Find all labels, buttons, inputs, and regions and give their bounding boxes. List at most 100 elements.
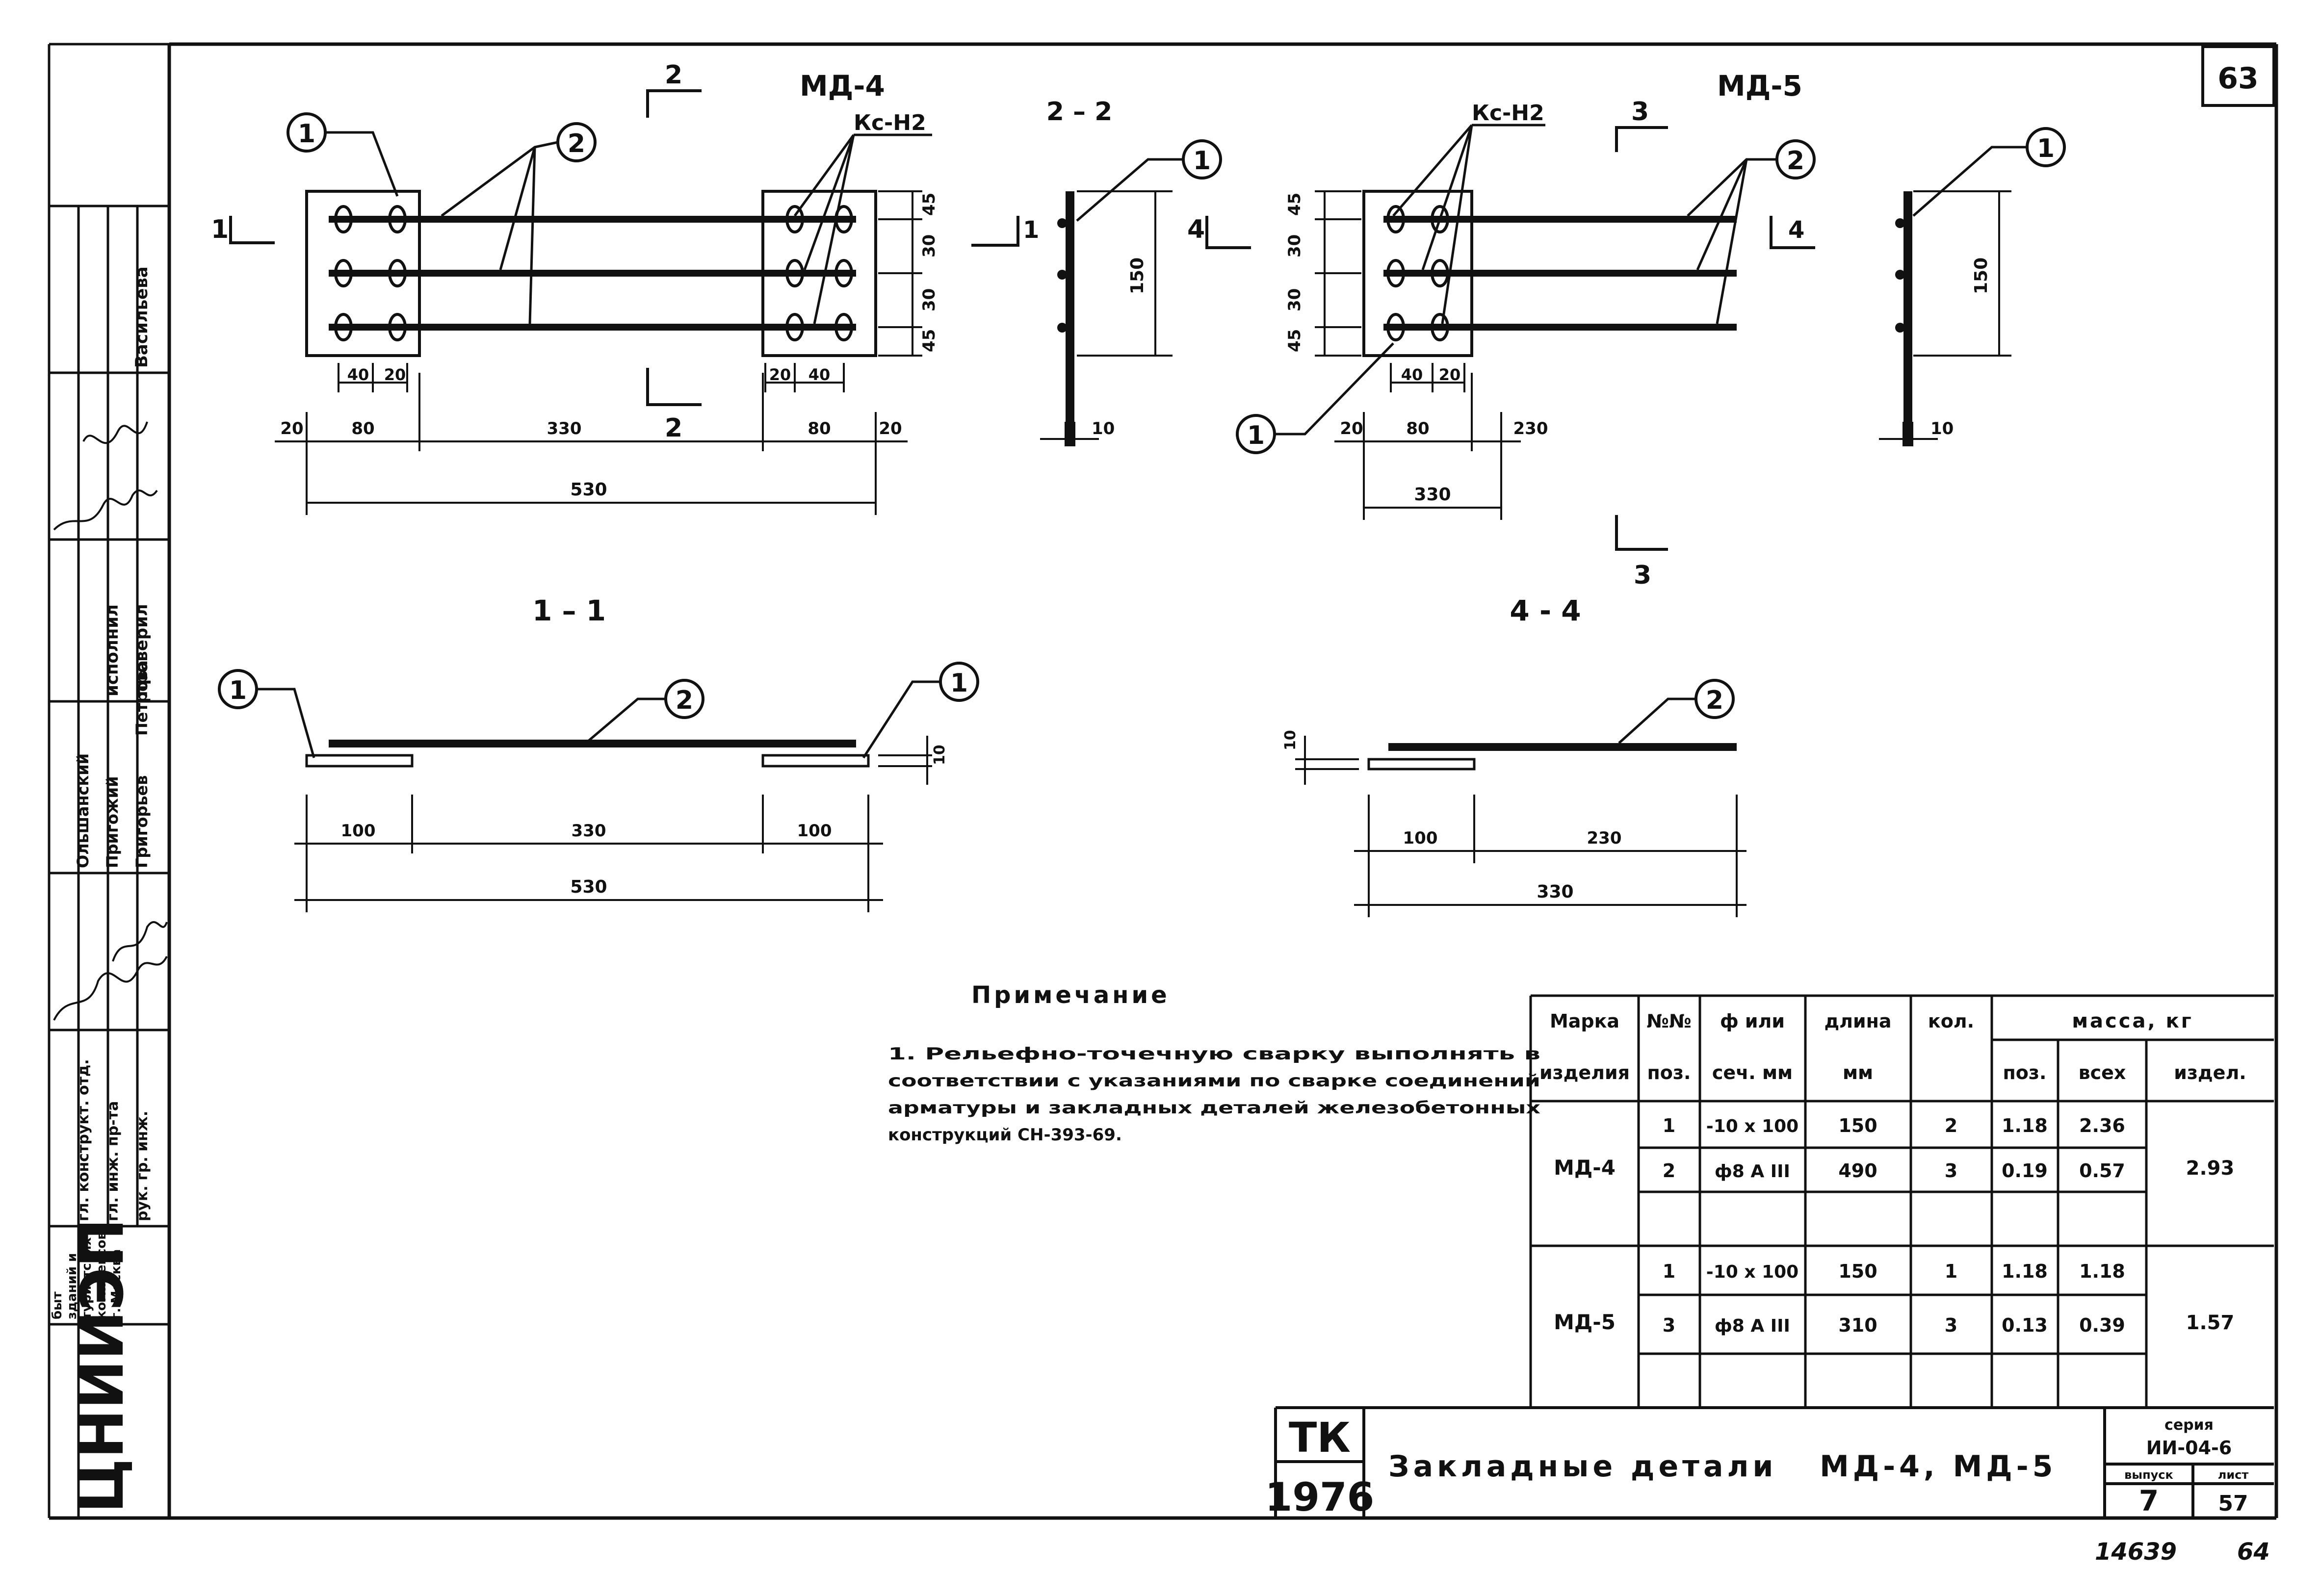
svg-text:230: 230 xyxy=(1587,828,1622,848)
svg-text:80: 80 xyxy=(808,419,831,438)
svg-text:310: 310 xyxy=(1838,1314,1877,1336)
svg-text:сеч. мм: сеч. мм xyxy=(1712,1062,1793,1083)
svg-text:издел.: издел. xyxy=(2174,1062,2246,1083)
svg-text:№№: №№ xyxy=(1646,1010,1691,1032)
svg-text:длина: длина xyxy=(1824,1010,1891,1032)
svg-text:4: 4 xyxy=(1788,216,1804,244)
svg-text:лист: лист xyxy=(2218,1468,2249,1482)
svg-text:1: 1 xyxy=(298,119,315,149)
svg-text:20: 20 xyxy=(769,365,791,384)
svg-text:490: 490 xyxy=(1838,1160,1877,1182)
stamp-role-gip: гл. инж. пр-та xyxy=(104,1101,122,1221)
svg-text:45: 45 xyxy=(1285,329,1304,352)
md4-side-mark: 1 xyxy=(211,215,229,244)
svg-text:100: 100 xyxy=(1403,828,1438,848)
section-1-1-title: 1 – 1 xyxy=(532,594,606,627)
stamp-role-gl-konstr: гл. конструкт. отд. xyxy=(75,1059,92,1221)
svg-text:330: 330 xyxy=(547,419,582,438)
stamp-org-line-3: туристских xyxy=(79,1237,94,1319)
svg-text:0.39: 0.39 xyxy=(2079,1314,2125,1336)
svg-text:40: 40 xyxy=(1401,365,1423,384)
note-line-2: соответствии с указаниями по сварке соед… xyxy=(888,1071,1540,1091)
svg-text:80: 80 xyxy=(351,419,374,438)
svg-text:100: 100 xyxy=(797,821,832,841)
svg-text:ф или: ф или xyxy=(1720,1010,1785,1032)
inventory-number: 14639 xyxy=(2095,1538,2177,1566)
svg-text:1: 1 xyxy=(1663,1261,1675,1282)
svg-text:80: 80 xyxy=(1406,419,1429,438)
spec-row: 3 ф8 А III 310 3 0.13 0.39 xyxy=(1663,1314,2125,1336)
svg-text:ф8 А III: ф8 А III xyxy=(1715,1161,1790,1182)
spec-row: 1 -10 x 100 150 1 1.18 1.18 xyxy=(1663,1261,2125,1282)
stamp-name-grigoryev: Григорьев xyxy=(132,775,151,868)
svg-text:150: 150 xyxy=(1838,1261,1877,1282)
svg-text:10: 10 xyxy=(1930,419,1954,438)
stamp-role-proveril: проверил xyxy=(132,604,152,696)
svg-text:серия: серия xyxy=(2164,1416,2214,1434)
stamp-org-line-5: г. Москва xyxy=(109,1249,124,1319)
md4-cut-mark-bottom: 2 xyxy=(665,413,682,443)
note-line-1: 1. Рельефно-точечную сварку выполнять в xyxy=(888,1044,1540,1064)
spec-table: Марка изделия №№ поз. ф или сеч. мм длин… xyxy=(1529,994,2274,1408)
svg-text:мм: мм xyxy=(1843,1062,1873,1083)
svg-text:10: 10 xyxy=(1092,419,1115,438)
svg-text:530: 530 xyxy=(570,877,607,897)
svg-text:кол.: кол. xyxy=(1928,1010,1974,1032)
svg-text:0.13: 0.13 xyxy=(2002,1314,2048,1336)
svg-text:2: 2 xyxy=(568,129,585,158)
section-2-2-title: 2 – 2 xyxy=(1046,97,1113,127)
section-1-1: 1 – 1 1 2 1 10 100 330 100 530 xyxy=(218,594,979,912)
svg-text:поз.: поз. xyxy=(2003,1062,2047,1083)
svg-text:20: 20 xyxy=(879,419,902,438)
svg-text:1.18: 1.18 xyxy=(2079,1261,2125,1282)
spec-md5-mark: МД-5 xyxy=(1554,1310,1616,1334)
svg-text:2: 2 xyxy=(1787,146,1804,176)
note-title: Примечание xyxy=(971,981,1170,1009)
svg-text:3: 3 xyxy=(1663,1314,1675,1336)
signature-4 xyxy=(112,921,168,962)
spec-row: 2 ф8 А III 490 3 0.19 0.57 xyxy=(1663,1160,2125,1182)
svg-text:330: 330 xyxy=(572,821,606,841)
section-4-4-title: 4 - 4 xyxy=(1510,594,1581,627)
svg-text:-10 x 100: -10 x 100 xyxy=(1706,1262,1799,1282)
svg-text:1: 1 xyxy=(1945,1261,1957,1282)
svg-text:45: 45 xyxy=(919,329,939,352)
svg-text:3: 3 xyxy=(1945,1160,1957,1182)
md5-mark: МД-5 xyxy=(1717,69,1802,103)
svg-text:3: 3 xyxy=(1634,561,1651,590)
svg-text:45: 45 xyxy=(1285,193,1304,216)
spec-md4-total: 2.93 xyxy=(2186,1157,2235,1180)
spec-md4-mark: МД-4 xyxy=(1554,1156,1616,1180)
spec-row: 1 -10 x 100 150 2 1.18 2.36 xyxy=(1663,1115,2125,1136)
svg-text:1: 1 xyxy=(229,676,247,705)
svg-text:150: 150 xyxy=(1127,257,1147,294)
svg-text:2: 2 xyxy=(1663,1160,1675,1182)
svg-text:1: 1 xyxy=(950,669,968,698)
md4-mark: МД-4 xyxy=(800,69,885,103)
svg-text:100: 100 xyxy=(341,821,376,841)
svg-text:10: 10 xyxy=(931,745,948,765)
svg-text:230: 230 xyxy=(1513,419,1548,438)
section-2-2: 2 – 2 1 1 150 10 xyxy=(971,97,1222,446)
svg-text:поз.: поз. xyxy=(1647,1062,1691,1083)
spec-md5-total: 1.57 xyxy=(2186,1312,2235,1334)
md5-plan: МД-5 3 3 4 Кс-Н2 2 1 xyxy=(1187,69,1816,590)
svg-text:ф8 А III: ф8 А III xyxy=(1715,1316,1790,1336)
stamp-role-ispolnil: исполнил xyxy=(103,604,122,696)
svg-text:20: 20 xyxy=(384,365,406,384)
title-code-top: ТК xyxy=(1289,1414,1351,1462)
svg-text:10: 10 xyxy=(1282,730,1299,750)
svg-text:330: 330 xyxy=(1537,882,1573,902)
page-number: 64 xyxy=(2237,1538,2270,1566)
svg-text:57: 57 xyxy=(2218,1491,2248,1516)
svg-text:20: 20 xyxy=(1439,365,1461,384)
stamp-role-ruk-gr: рук. гр. инж. xyxy=(134,1111,151,1221)
svg-text:1: 1 xyxy=(2037,134,2055,163)
svg-text:1.18: 1.18 xyxy=(2002,1261,2048,1282)
svg-text:1.18: 1.18 xyxy=(2002,1115,2048,1136)
svg-text:Марка: Марка xyxy=(1550,1010,1619,1032)
svg-text:изделия: изделия xyxy=(1539,1062,1630,1083)
svg-text:-10 x 100: -10 x 100 xyxy=(1706,1116,1799,1136)
svg-text:2: 2 xyxy=(1945,1115,1957,1136)
svg-text:1: 1 xyxy=(1663,1115,1675,1136)
